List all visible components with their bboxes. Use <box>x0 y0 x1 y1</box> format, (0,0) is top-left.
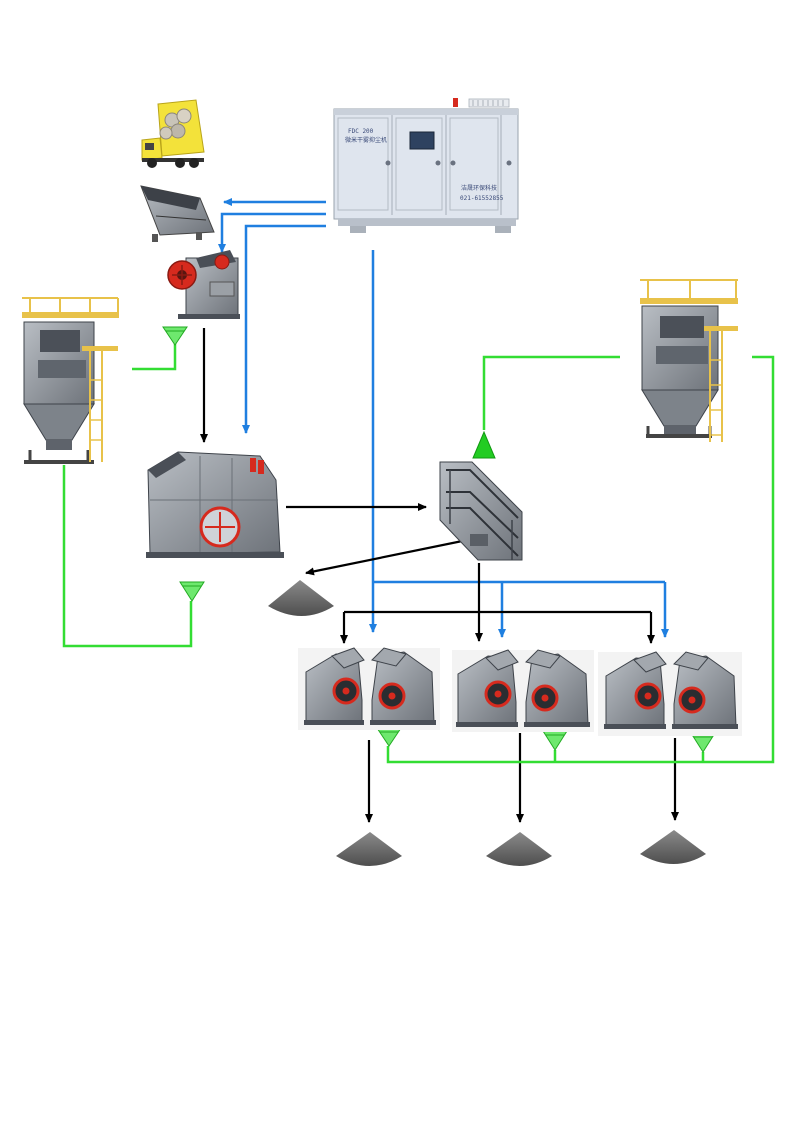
cabinet-display-screen <box>409 131 435 150</box>
bag-dust-collector-right <box>640 279 738 442</box>
green-line-right-collector-to-screen <box>482 355 620 430</box>
cabinet-warning-light <box>453 98 458 107</box>
cabinet-phone-label: 021-61552855 <box>460 195 504 202</box>
dust-hood-hammer-1 <box>376 727 402 747</box>
bag-dust-collector-left <box>22 297 119 464</box>
material-pile-2 <box>486 832 552 866</box>
hammer-crusher-unit-2 <box>452 649 594 732</box>
jaw-crusher <box>167 250 240 319</box>
blue-line-to-jaw-crusher <box>218 212 326 253</box>
black-line-screen-to-pile <box>305 535 483 576</box>
hammer-crusher-1b <box>370 647 436 725</box>
cabinet-top-vent <box>468 98 510 108</box>
dust-hood-impact <box>179 581 205 602</box>
cabinet-brand-label: 洁晟环保科技 <box>461 184 497 192</box>
material-pile-screen <box>268 580 334 616</box>
green-line-collector-left-to-impact <box>62 465 193 648</box>
dust-hood-screen <box>472 430 496 459</box>
cabinet-name-label: 微米干雾抑尘机 <box>345 136 387 144</box>
dust-hood-hammer-2 <box>542 730 568 751</box>
cabinet-model-label: FDC 200 <box>348 128 374 135</box>
vibrating-feeder-hopper <box>140 185 215 242</box>
hammer-crusher-2a <box>456 649 519 727</box>
material-pile-3 <box>640 830 706 864</box>
vibrating-screen <box>439 461 523 561</box>
dust-control-lines <box>218 198 669 638</box>
hammer-crusher-3a <box>604 651 667 729</box>
green-line-hammer-return <box>386 355 775 764</box>
hammer-crusher-3b <box>672 651 738 729</box>
blue-line-to-impact-crusher <box>242 224 326 434</box>
dry-fog-control-cabinet: FDC 200 微米干雾抑尘机 洁晟环保科技 021-61552855 <box>333 98 519 233</box>
hammer-crusher-unit-3 <box>598 651 742 736</box>
dust-hood-jaw <box>162 326 188 346</box>
hammer-crusher-unit-1 <box>298 647 440 730</box>
dump-truck <box>141 99 205 168</box>
green-line-jaw-to-collector <box>132 343 177 371</box>
material-pile-1 <box>336 832 402 866</box>
hammer-crusher-1a <box>304 647 365 725</box>
material-flow-lines <box>200 328 679 823</box>
dust-collection-lines <box>62 343 775 764</box>
impact-crusher <box>146 451 284 558</box>
hammer-crusher-2b <box>524 649 590 727</box>
